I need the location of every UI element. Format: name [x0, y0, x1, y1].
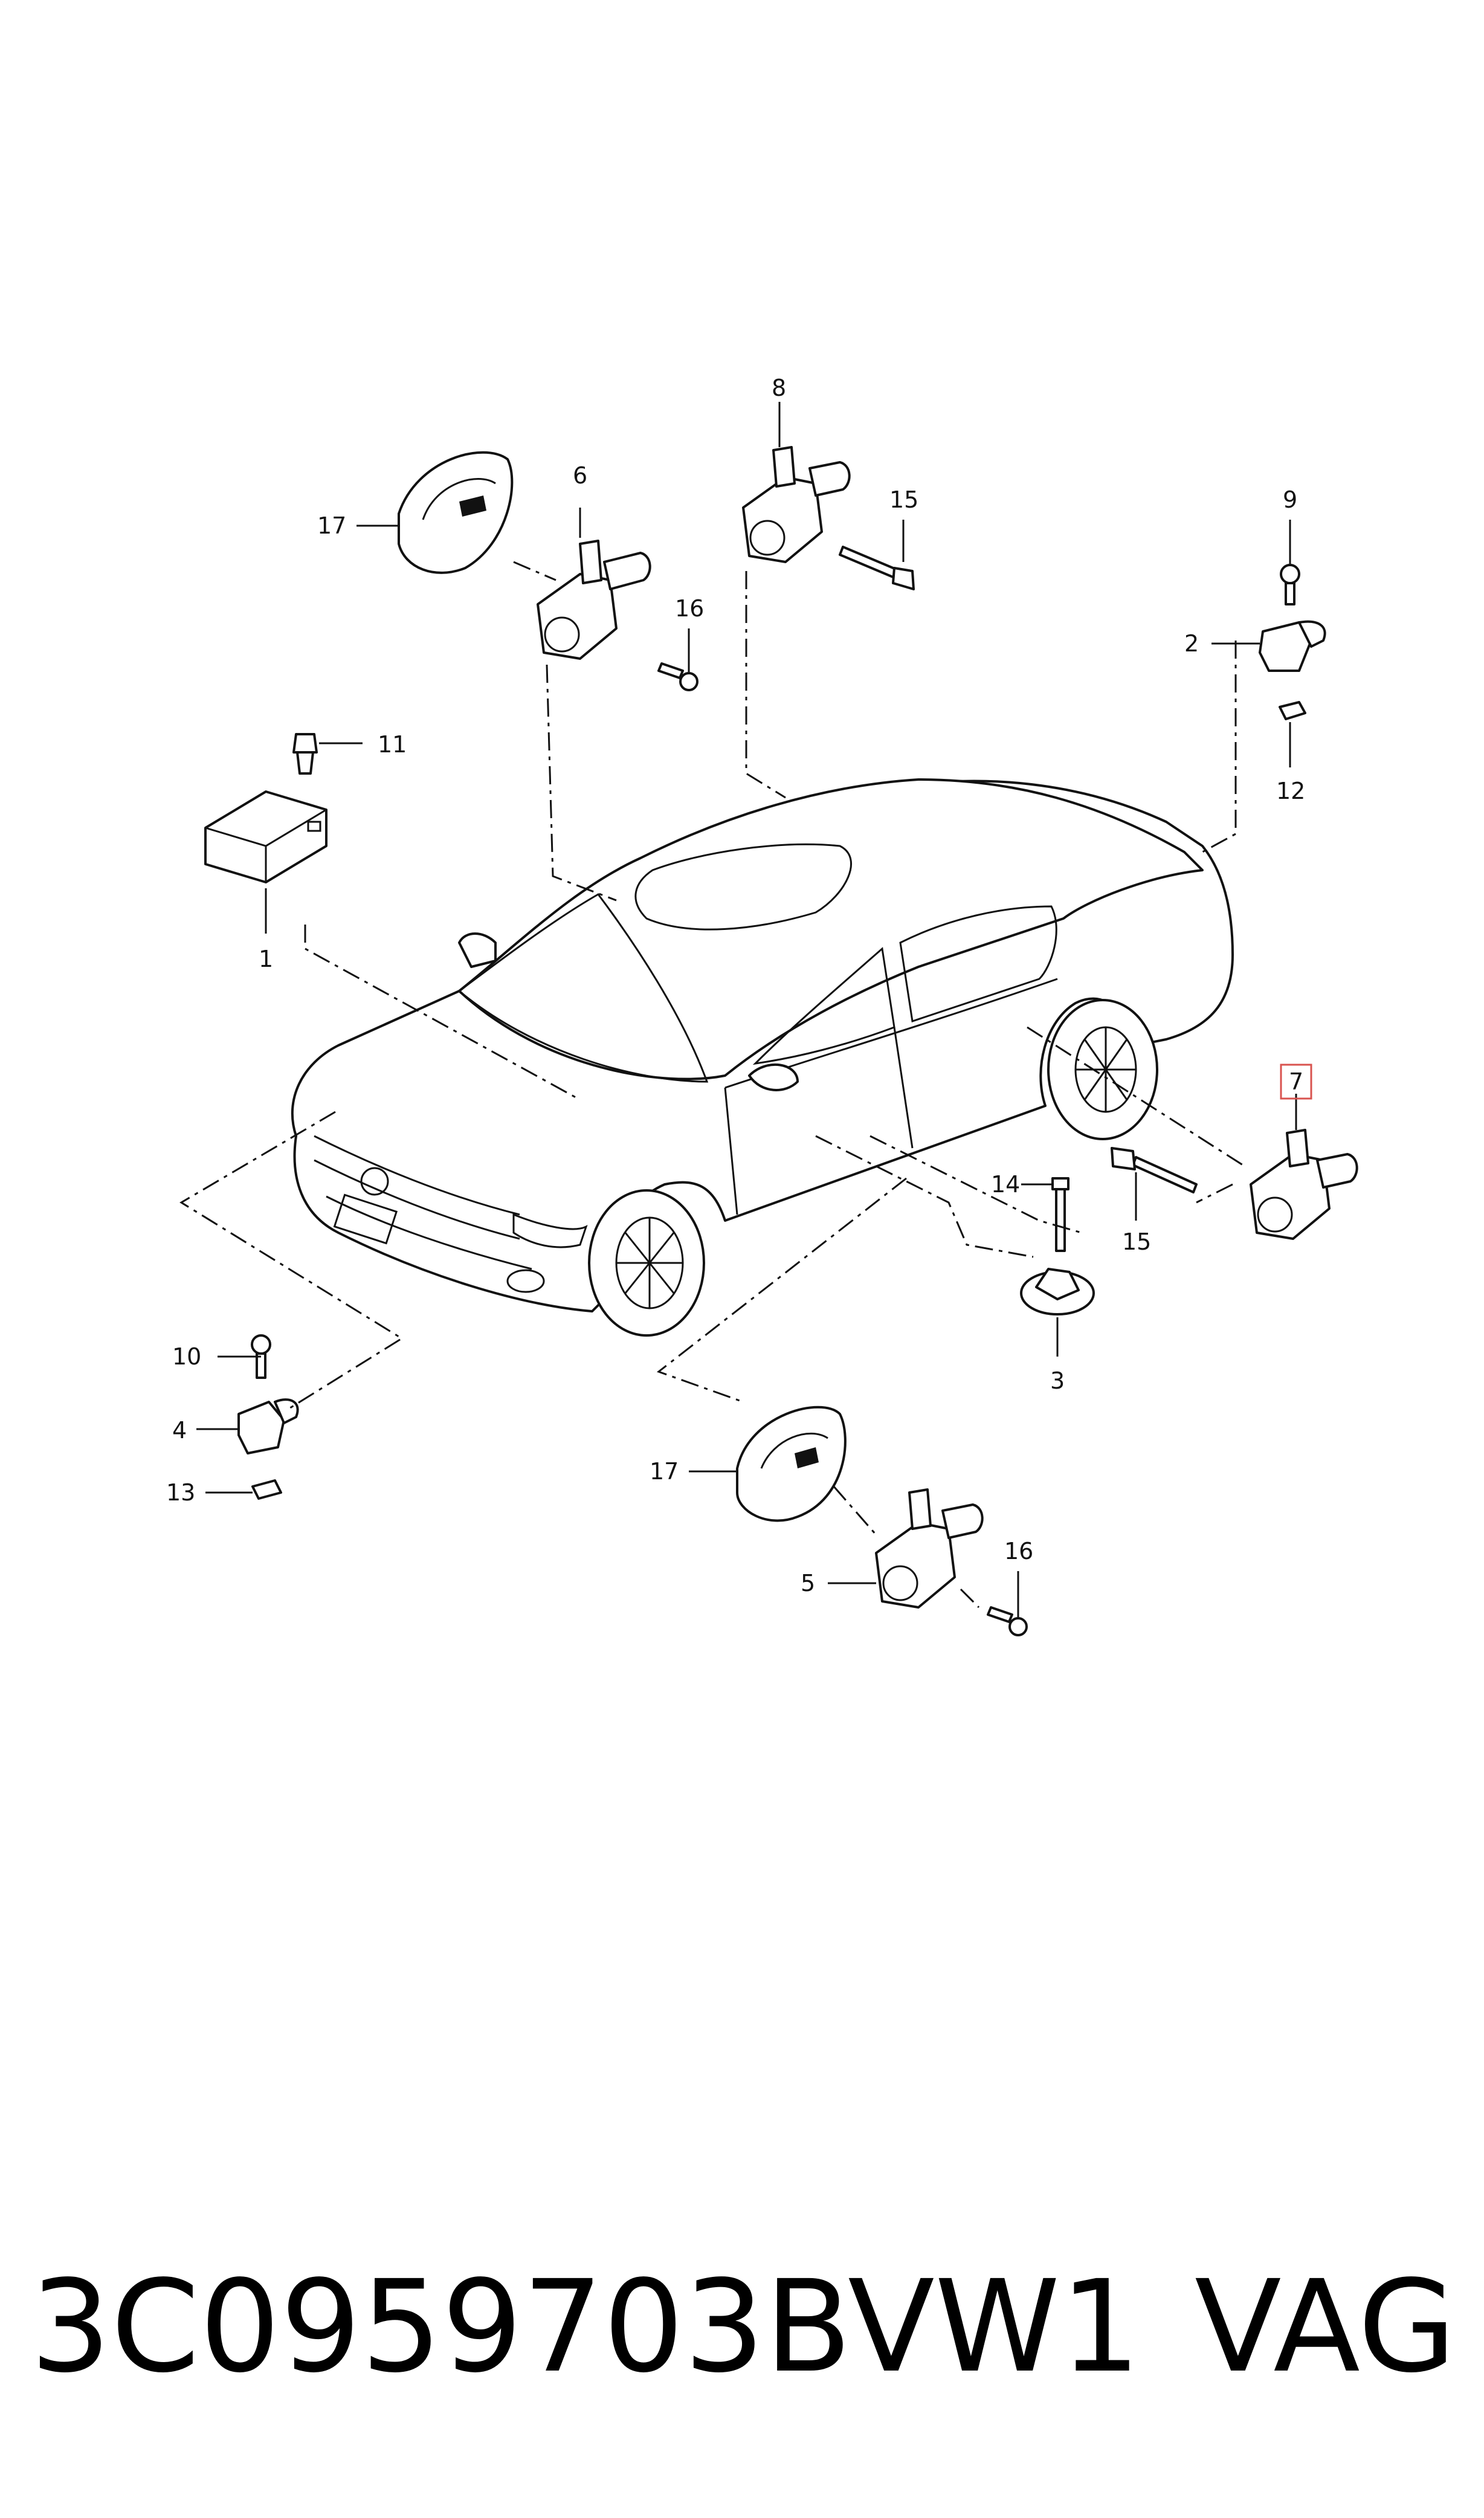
part-17-cover-lower	[736, 1406, 847, 1522]
part-7-window-motor	[1250, 1129, 1358, 1240]
part-6-window-motor	[537, 540, 651, 660]
part-9-bolt	[1280, 564, 1300, 605]
part-1-control-unit	[204, 790, 327, 883]
part-17-cover-upper	[398, 451, 514, 574]
callout-2: 2	[1184, 630, 1199, 657]
car-illustration	[291, 778, 1234, 1337]
part-15-bolt-upper	[839, 546, 915, 590]
callout-1: 1	[259, 946, 273, 972]
part-8-window-motor	[742, 446, 851, 563]
callout-15-upper: 15	[889, 486, 918, 513]
callout-11: 11	[378, 731, 407, 758]
part-2-sensor	[1259, 620, 1326, 672]
part-11-screw	[292, 733, 318, 775]
callout-16-upper: 16	[675, 595, 704, 622]
part-10-bolt	[251, 1334, 271, 1379]
part-12-nut	[1279, 701, 1306, 720]
callout-17-lower: 17	[650, 1458, 679, 1485]
callout-5: 5	[801, 1570, 815, 1596]
part-number-text: 3C0959703BVW1	[30, 2252, 1141, 2401]
callout-16-lower: 16	[1004, 1538, 1033, 1564]
part-13-nut	[251, 1479, 282, 1500]
callout-10: 10	[172, 1343, 201, 1370]
part-4-sensor	[237, 1398, 299, 1454]
callout-3: 3	[1050, 1367, 1065, 1394]
part-14-stud	[1051, 1177, 1069, 1252]
callout-14: 14	[991, 1171, 1020, 1198]
callout-15-lower: 15	[1122, 1228, 1151, 1255]
callout-8: 8	[772, 375, 786, 401]
connection-lines	[179, 561, 1245, 1609]
callout-6: 6	[573, 462, 587, 489]
callout-13: 13	[166, 1479, 195, 1506]
part-3-sensor	[1020, 1268, 1095, 1315]
callout-9: 9	[1283, 486, 1297, 513]
brand-text: VAG	[1195, 2252, 1456, 2401]
callout-17-upper: 17	[317, 512, 346, 539]
leader-lines	[196, 402, 1297, 1619]
part-16-screw-upper	[657, 662, 698, 691]
callout-12: 12	[1276, 778, 1305, 804]
part-5-window-motor	[875, 1488, 984, 1609]
part-15-bolt-lower	[1111, 1147, 1198, 1193]
callout-labels: 1 2 3 4 5 6 7 8 9 10 11 12 13 14 15 15 1…	[166, 375, 1312, 1596]
callout-7[interactable]: 7	[1289, 1068, 1303, 1095]
part-16-screw-lower	[987, 1606, 1028, 1636]
callout-4: 4	[172, 1417, 187, 1444]
part-number-footer: 3C0959703BVW1 VAG	[30, 2248, 1456, 2405]
callout-7-highlight-box	[1280, 1064, 1312, 1100]
